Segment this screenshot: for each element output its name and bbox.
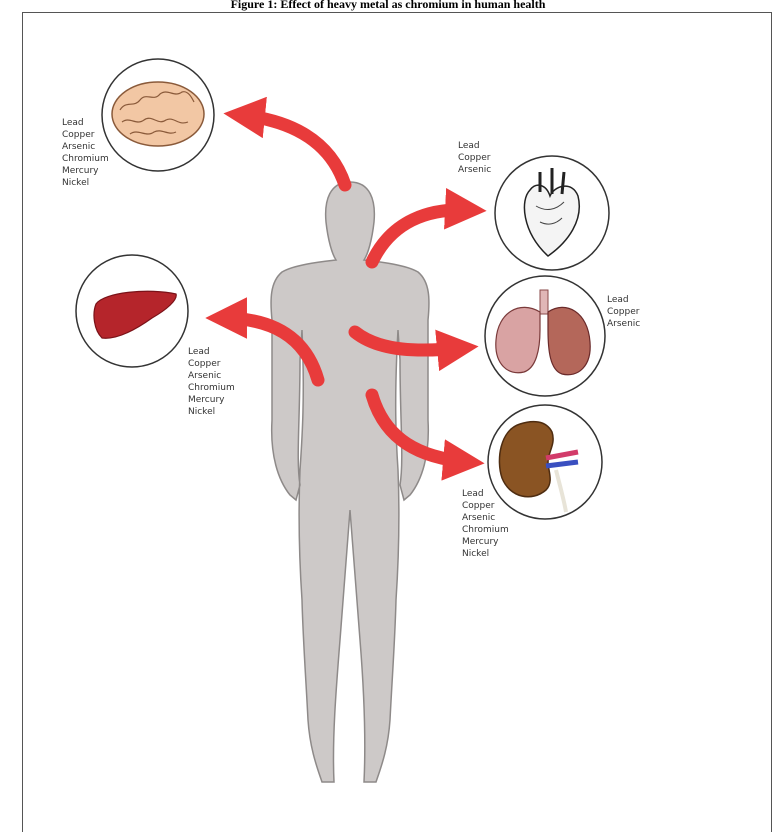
liver-circle <box>76 255 188 367</box>
arrow-to-heart <box>372 210 470 262</box>
liver-metals-label: Lead Copper Arsenic Chromium Mercury Nic… <box>188 346 235 418</box>
heart-circle <box>495 156 609 270</box>
arrow-to-brain <box>240 115 345 185</box>
kidney-metals-label: Lead Copper Arsenic Chromium Mercury Nic… <box>462 488 509 560</box>
brain-icon <box>112 82 204 146</box>
human-silhouette <box>271 182 429 782</box>
lungs-metals-label: Lead Copper Arsenic <box>607 294 640 330</box>
brain-circle <box>102 59 214 171</box>
brain-metals-label: Lead Copper Arsenic Chromium Mercury Nic… <box>62 117 109 189</box>
lungs-circle <box>485 276 605 396</box>
heart-metals-label: Lead Copper Arsenic <box>458 140 491 176</box>
